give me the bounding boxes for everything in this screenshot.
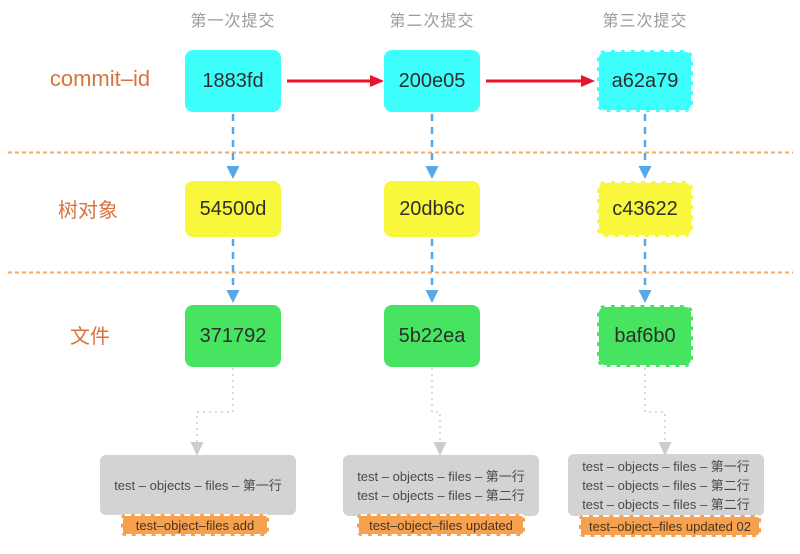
file-content-box-2: test – objects – files – 第一行 test – obje… xyxy=(343,455,539,516)
row-label-commit-id: commit–id xyxy=(49,66,151,91)
commit-box-3: a62a79 xyxy=(597,50,693,112)
column-header-commit3: 第三次提交 xyxy=(602,13,688,30)
file-box-3: baf6b0 xyxy=(597,305,693,367)
file-content-line: test – objects – files – 第二行 xyxy=(582,477,750,493)
commit-message-badge-1: test–object–files add xyxy=(121,514,269,536)
gray-arrow-file3-log3 xyxy=(644,368,672,456)
commit-message-badge-3: test–object–files updated 02 xyxy=(579,515,761,537)
file-content-line: test – objects – files – 第二行 xyxy=(582,496,750,512)
commit-box-1: 1883fd xyxy=(185,50,281,112)
column-header-commit2: 第二次提交 xyxy=(389,13,475,30)
file-content-line: test – objects – files – 第一行 xyxy=(357,468,525,484)
file-content-line: test – objects – files – 第一行 xyxy=(582,458,750,474)
tree-box-2: 20db6c xyxy=(384,181,480,237)
row-label-tree-object: 树对象 xyxy=(58,200,118,222)
gray-arrow-file1-log1 xyxy=(190,368,234,456)
column-header-commit1: 第一次提交 xyxy=(190,13,276,30)
tree-box-1: 54500d xyxy=(185,181,281,237)
file-content-box-1: test – objects – files – 第一行 xyxy=(100,455,296,515)
commit-box-2: 200e05 xyxy=(384,50,480,112)
row-label-file: 文件 xyxy=(70,326,110,348)
file-box-1: 371792 xyxy=(185,305,281,367)
file-content-box-3: test – objects – files – 第一行 test – obje… xyxy=(568,454,764,516)
gray-arrow-file2-log2 xyxy=(431,368,447,456)
file-content-line: test – objects – files – 第二行 xyxy=(357,487,525,503)
file-content-line: test – objects – files – 第一行 xyxy=(114,477,282,493)
commit-message-badge-2: test–object–files updated xyxy=(357,514,525,536)
tree-box-3: c43622 xyxy=(597,181,693,237)
file-box-2: 5b22ea xyxy=(384,305,480,367)
